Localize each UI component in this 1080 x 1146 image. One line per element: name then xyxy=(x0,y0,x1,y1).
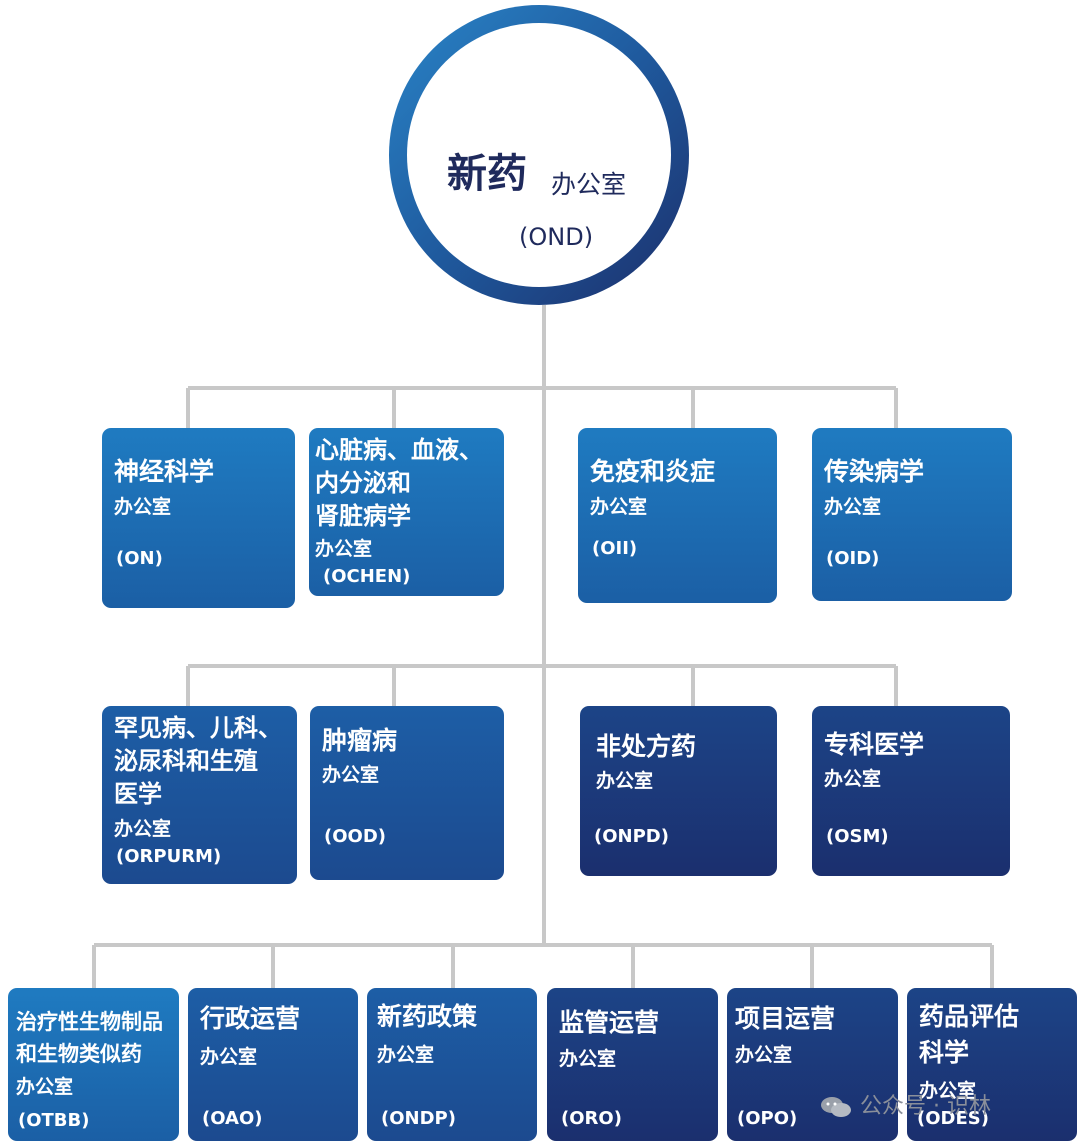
office-ood: 肿瘤病 办公室 (OOD) xyxy=(310,706,504,880)
office-label: 办公室 xyxy=(824,496,882,518)
office-title-line: 心脏病、血液、 xyxy=(315,436,483,464)
office-abbr: (OII) xyxy=(592,538,638,559)
office-ochen: 心脏病、血液、 内分泌和 肾脏病学 办公室 (OCHEN) xyxy=(309,428,504,596)
office-abbr: (OAO) xyxy=(202,1108,263,1129)
office-label: 办公室 xyxy=(200,1046,258,1068)
office-title: 项目运营 xyxy=(735,1004,836,1033)
office-abbr: (ODES) xyxy=(917,1108,989,1129)
office-abbr: (ONPD) xyxy=(594,826,669,847)
office-label: 办公室 xyxy=(322,764,380,786)
watermark: 公众号 · 识林 xyxy=(820,1088,991,1120)
office-title-line: 药品评估 xyxy=(919,1002,1020,1031)
office-title-line: 泌尿科和生殖 xyxy=(114,747,258,775)
office-abbr: (ORO) xyxy=(561,1108,622,1129)
office-label: 办公室 xyxy=(735,1044,793,1066)
office-title: 非处方药 xyxy=(596,732,697,761)
office-title: 传染病学 xyxy=(824,457,925,486)
root-abbr: (OND) xyxy=(519,223,594,251)
office-oid: 传染病学 办公室 (OID) xyxy=(812,428,1012,601)
office-abbr: (ORPURM) xyxy=(116,846,222,867)
office-oao: 行政运营 办公室 (OAO) xyxy=(188,988,358,1141)
office-title-line: 罕见病、儿科、 xyxy=(114,714,282,742)
office-title: 新药政策 xyxy=(377,1002,478,1031)
root-node-inner: 新药 办公室 (OND) xyxy=(407,23,671,287)
office-label: 办公室 xyxy=(590,496,648,518)
office-opo: 项目运营 办公室 (OPO) xyxy=(727,988,898,1141)
office-title-line: 肾脏病学 xyxy=(315,502,411,530)
office-odes: 药品评估 科学 办公室 (ODES) xyxy=(907,988,1077,1141)
office-abbr: (OSM) xyxy=(826,826,889,847)
office-title: 肿瘤病 xyxy=(322,726,398,755)
office-label: 办公室 xyxy=(824,768,882,790)
office-orpurm: 罕见病、儿科、 泌尿科和生殖 医学 办公室 (ORPURM) xyxy=(102,706,297,884)
office-title: 行政运营 xyxy=(200,1004,301,1033)
office-label: 办公室 xyxy=(559,1048,617,1070)
office-label: 办公室 xyxy=(919,1080,977,1102)
office-title: 免疫和炎症 xyxy=(590,457,716,486)
office-title-line: 内分泌和 xyxy=(315,469,411,497)
office-abbr: (OPO) xyxy=(737,1108,798,1129)
office-title: 专科医学 xyxy=(824,730,925,759)
office-on: 神经科学 办公室 (ON) xyxy=(102,428,295,608)
office-abbr: (OID) xyxy=(826,548,880,569)
office-label: 办公室 xyxy=(315,538,373,560)
root-subtitle: 办公室 xyxy=(551,170,627,199)
office-title-line: 科学 xyxy=(919,1038,970,1067)
office-oii: 免疫和炎症 办公室 (OII) xyxy=(578,428,777,603)
office-osm: 专科医学 办公室 (OSM) xyxy=(812,706,1010,876)
office-abbr: (OOD) xyxy=(324,826,386,847)
office-otbb: 治疗性生物制品 和生物类似药 办公室 (OTBB) xyxy=(8,988,179,1141)
office-abbr: (OTBB) xyxy=(18,1110,90,1131)
ond-root-node: 新药 办公室 (OND) xyxy=(389,5,689,305)
office-abbr: (ON) xyxy=(116,548,163,569)
office-label: 办公室 xyxy=(114,818,172,840)
office-title: 神经科学 xyxy=(114,457,215,486)
office-title-line: 医学 xyxy=(114,780,162,808)
root-title: 新药 xyxy=(447,151,527,197)
watermark-text: 公众号 · 识林 xyxy=(860,1094,991,1119)
office-oro: 监管运营 办公室 (ORO) xyxy=(547,988,718,1141)
office-label: 办公室 xyxy=(596,770,654,792)
office-label: 办公室 xyxy=(377,1044,435,1066)
office-ondp: 新药政策 办公室 (ONDP) xyxy=(367,988,537,1141)
office-abbr: (OCHEN) xyxy=(323,566,411,587)
wechat-icon xyxy=(821,1097,851,1117)
office-title: 监管运营 xyxy=(559,1008,660,1037)
office-abbr: (ONDP) xyxy=(381,1108,456,1129)
office-title-line: 和生物类似药 xyxy=(16,1042,142,1066)
office-label: 办公室 xyxy=(114,496,172,518)
office-onpd: 非处方药 办公室 (ONPD) xyxy=(580,706,777,876)
office-title-line: 治疗性生物制品 xyxy=(16,1010,163,1034)
office-label: 办公室 xyxy=(16,1076,74,1098)
